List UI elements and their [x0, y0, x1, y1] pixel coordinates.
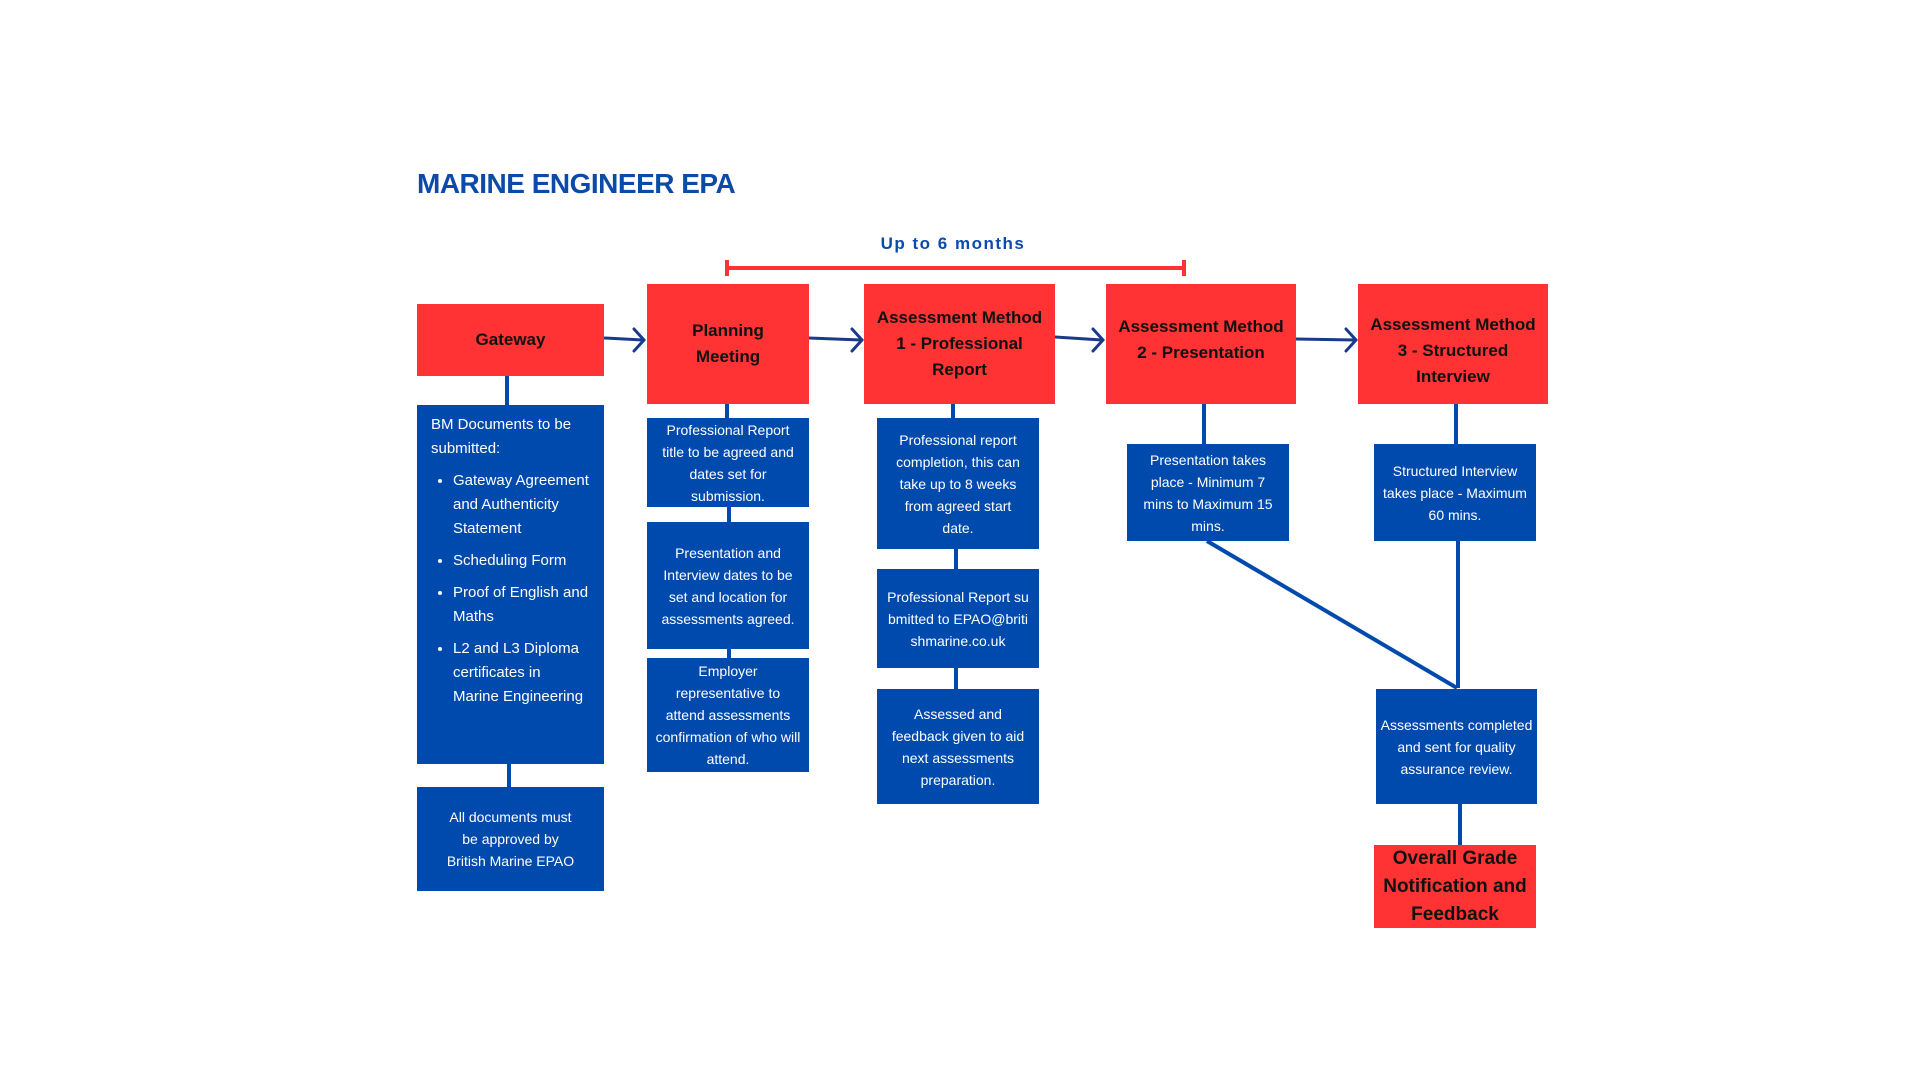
am1-detail-box: Professional Report submitted to EPAO@br… [877, 569, 1039, 668]
gateway-approval-box: All documents must be approved by Britis… [417, 787, 604, 891]
planning-detail-box: Presentation and Interview dates to be s… [647, 522, 809, 649]
arrow-right-icon [1294, 327, 1359, 353]
completion-box: Assessments completed and sent for quali… [1376, 689, 1537, 804]
list-item: Gateway Agreement and Authenticity State… [453, 469, 590, 541]
list-item: L2 and L3 Diploma certificates in Marine… [453, 637, 590, 709]
connector [1205, 539, 1459, 690]
stage-assessment-method-1: Assessment Method 1 - Professional Repor… [864, 284, 1055, 404]
stage-gateway: Gateway [417, 304, 604, 376]
arrow-right-icon [603, 327, 647, 353]
list-item: Proof of English and Maths [453, 581, 590, 629]
gateway-documents-box: BM Documents to be submitted: Gateway Ag… [417, 405, 604, 764]
stage-overall-grade: Overall Grade Notification and Feedback [1374, 845, 1536, 928]
stage-planning-meeting: Planning Meeting [647, 284, 809, 404]
am1-detail-box: Professional report completion, this can… [877, 418, 1039, 549]
page-title: MARINE ENGINEER EPA [417, 168, 736, 199]
stage-assessment-method-2: Assessment Method 2 - Presentation [1106, 284, 1296, 404]
stage-assessment-method-3: Assessment Method 3 - Structured Intervi… [1358, 284, 1548, 404]
timespan-label: Up to 6 months [880, 234, 1026, 253]
arrow-right-icon [807, 327, 865, 353]
arrow-right-icon [1053, 327, 1106, 353]
am2-detail-box: Presentation takes place - Minimum 7 min… [1127, 444, 1289, 541]
gateway-documents-list: Gateway Agreement and Authenticity State… [431, 469, 590, 709]
planning-detail-box: Professional Report title to be agreed a… [647, 418, 809, 507]
am3-detail-box: Structured Interview takes place - Maxim… [1374, 444, 1536, 541]
gateway-documents-intro: BM Documents to be submitted: [431, 416, 572, 457]
planning-detail-box: Employer representative to attend assess… [647, 658, 809, 772]
list-item: Scheduling Form [453, 549, 590, 573]
timespan-bracket [725, 260, 1186, 276]
am1-detail-box: Assessed and feedback given to aid next … [877, 689, 1039, 804]
